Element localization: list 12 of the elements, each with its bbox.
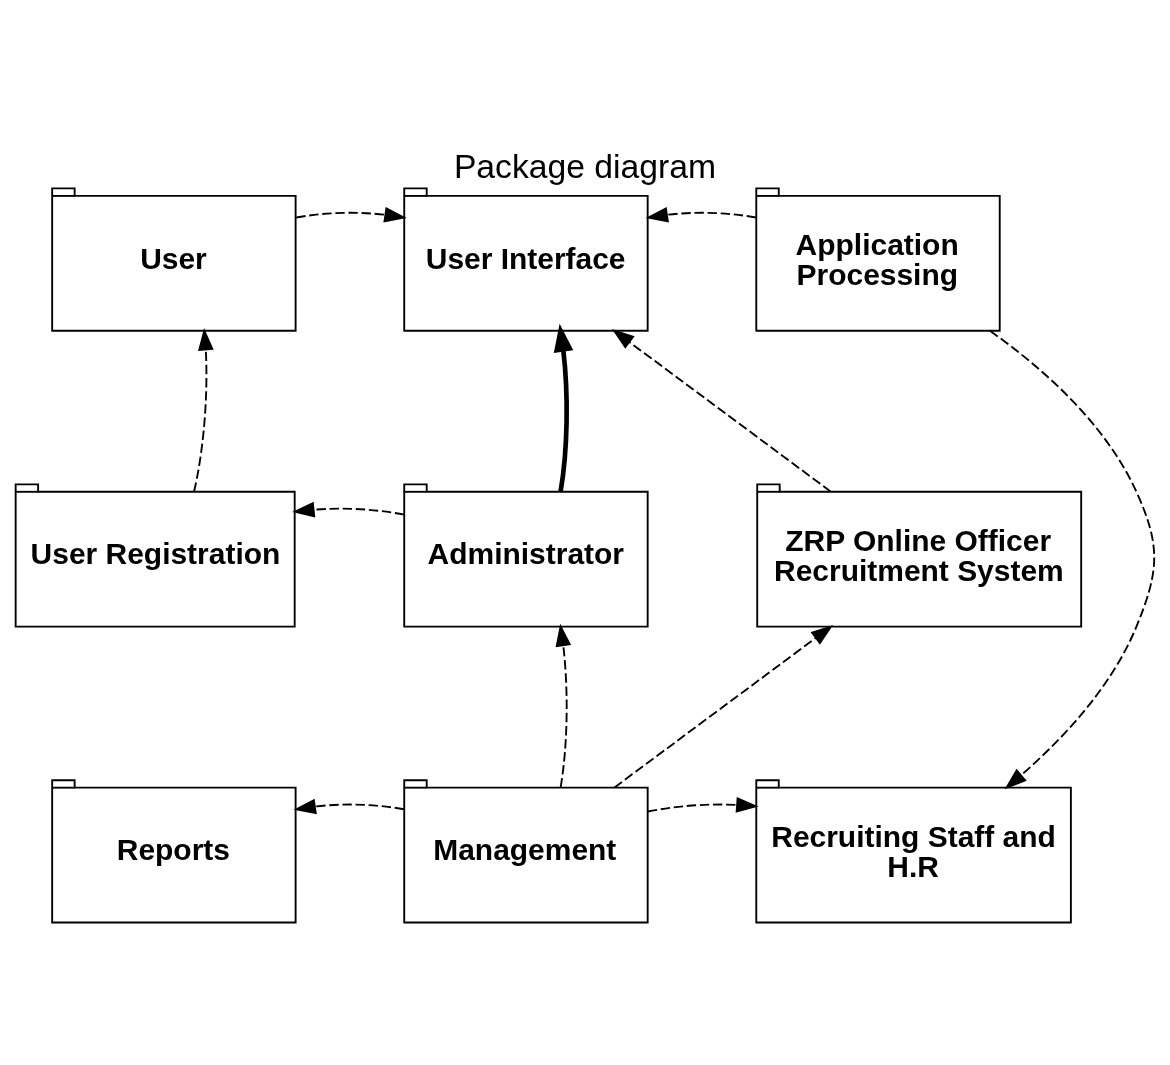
arrow — [611, 328, 832, 492]
arrow — [293, 798, 405, 814]
arrow — [646, 796, 759, 813]
arrow — [613, 624, 834, 788]
arrow — [295, 206, 407, 222]
arrow — [193, 327, 214, 492]
arrow — [645, 206, 757, 222]
arrow — [553, 323, 574, 492]
arrow — [292, 501, 406, 517]
arrow — [989, 329, 1156, 789]
diagram-title: Package diagram — [453, 146, 717, 185]
arrow — [555, 623, 572, 788]
